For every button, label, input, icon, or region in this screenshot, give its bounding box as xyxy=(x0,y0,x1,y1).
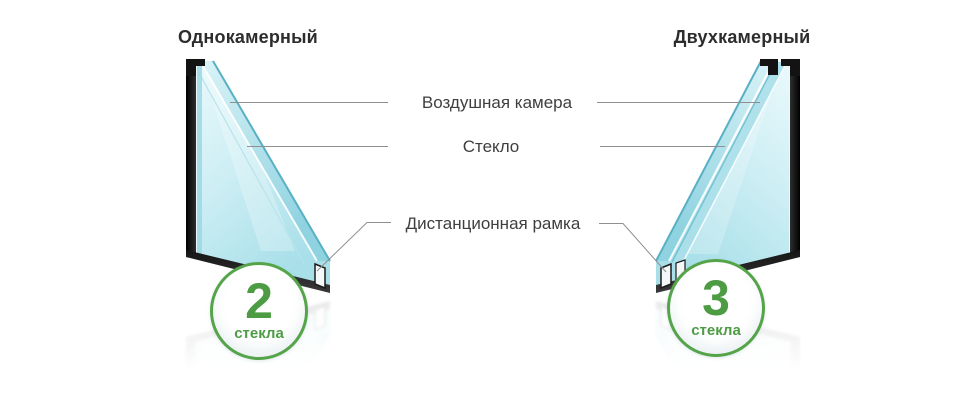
unit-side-edge xyxy=(186,63,196,258)
pane-count-caption: стекла xyxy=(234,325,284,343)
spacer-frame xyxy=(660,262,672,290)
pane-inner-edge xyxy=(671,61,777,263)
pane-outer-edge xyxy=(212,60,331,262)
middle-glass-pane xyxy=(672,62,787,262)
pane-highlight xyxy=(668,60,775,262)
air-chamber-label: Воздушная камера xyxy=(421,93,573,112)
pane-count-number: 3 xyxy=(702,269,730,326)
back-glass-pane xyxy=(196,63,202,258)
pane-outer-edge xyxy=(655,60,762,262)
front-glass-pane xyxy=(200,61,330,261)
glass-label: Стекло xyxy=(462,137,520,156)
spacer-line-right xyxy=(599,223,667,273)
pane-count-number: 2 xyxy=(245,272,273,329)
spacer-line-left xyxy=(316,222,391,272)
pane-highlight xyxy=(199,60,318,262)
double-chamber-glass-unit-illustration xyxy=(655,59,800,293)
right-pane-count-badge: 3 стекла xyxy=(667,259,765,357)
pane-highlight xyxy=(682,61,788,263)
top-corner-cap xyxy=(781,59,800,76)
top-corner-cap xyxy=(186,59,205,76)
single-chamber-title: Однокамерный xyxy=(178,27,318,47)
left-pane-count-badge: 2 стекла xyxy=(210,262,308,360)
top-corner-cap xyxy=(760,59,778,75)
pane-count-caption: стекла xyxy=(691,322,741,340)
glass-body xyxy=(186,61,330,293)
spacer-frame-label: Дистанционная рамка xyxy=(405,214,581,233)
inner-pane-edge xyxy=(192,61,306,266)
unit-side-edge xyxy=(790,63,800,258)
front-glass-pane xyxy=(656,61,774,261)
single-chamber-glass-unit-illustration xyxy=(186,59,331,293)
double-chamber-title: Двухкамерный xyxy=(673,27,811,47)
